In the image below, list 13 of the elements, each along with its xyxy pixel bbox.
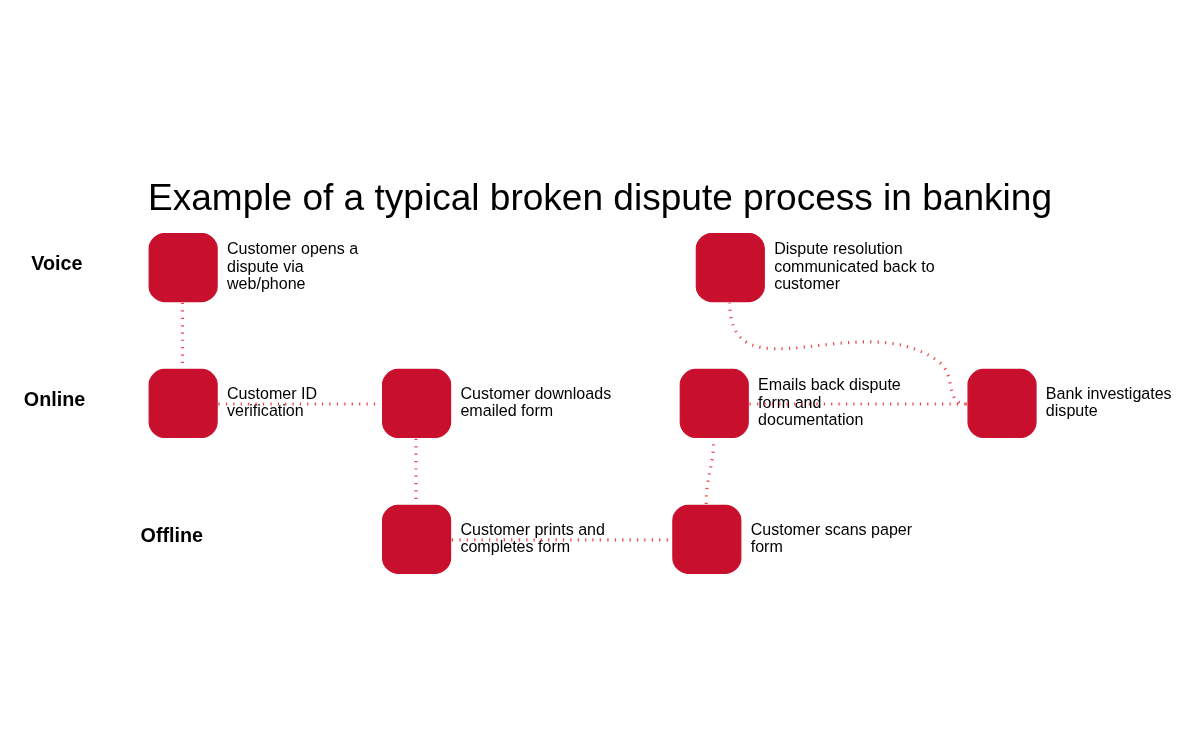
label: Offline [140, 523, 204, 546]
node-label: Customer downloads emailed form [460, 383, 612, 419]
connector [749, 402, 967, 406]
node-label: Emails back dispute form and documentation [758, 374, 901, 428]
node-label: Customer opens a dispute via web/phone [226, 238, 359, 292]
node-label: Bank investigates dispute [1045, 383, 1172, 419]
node-label: Customer ID verification [226, 383, 318, 419]
label: Voice [31, 251, 83, 274]
node-label: Dispute resolution communicated back to customer [774, 238, 935, 292]
node-label: Customer prints and completes form [460, 519, 605, 555]
node-label: Customer scans paper form [750, 519, 913, 555]
label: Online [23, 387, 86, 410]
diagram-title: Example of a typical broken dispute process in banking [147, 175, 1053, 218]
